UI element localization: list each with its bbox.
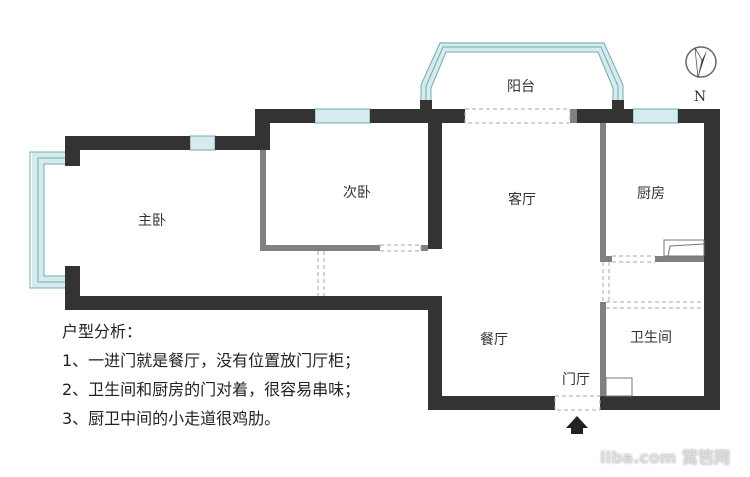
room-label-kitchen: 厨房: [637, 186, 665, 202]
door-openings: [317, 108, 704, 411]
room-label-second-bedroom: 次卧: [343, 185, 371, 201]
analysis-point-1: 1、一进门就是餐厅，没有位置放门厅柜；: [62, 351, 361, 370]
bathroom-fixture: [605, 377, 633, 397]
kitchen-counter: [663, 239, 705, 257]
windows: [189, 108, 679, 151]
analysis-title: 户型分析：: [62, 322, 143, 341]
compass-label: N: [694, 89, 706, 105]
room-label-bathroom: 卫生间: [630, 330, 672, 346]
room-label-master-bedroom: 主卧: [138, 213, 166, 229]
room-label-balcony: 阳台: [507, 79, 535, 95]
entrance-arrow-icon: [566, 416, 588, 434]
watermark: liba.com 篱笆网: [600, 448, 731, 467]
room-label-dining-room: 餐厅: [480, 332, 508, 348]
analysis-point-3: 3、厨卫中间的小走道很鸡肋。: [62, 409, 281, 428]
balcony-window: [420, 42, 624, 105]
room-label-entrance: 门厅: [562, 372, 590, 388]
compass-icon: [685, 46, 717, 79]
analysis-point-2: 2、卫生间和厨房的门对着，很容易串味；: [62, 380, 361, 399]
room-label-living-room: 客厅: [508, 191, 536, 208]
bedroom-bay-window: [29, 151, 65, 289]
exterior-walls: [65, 100, 720, 410]
interior-walls: [260, 109, 704, 396]
